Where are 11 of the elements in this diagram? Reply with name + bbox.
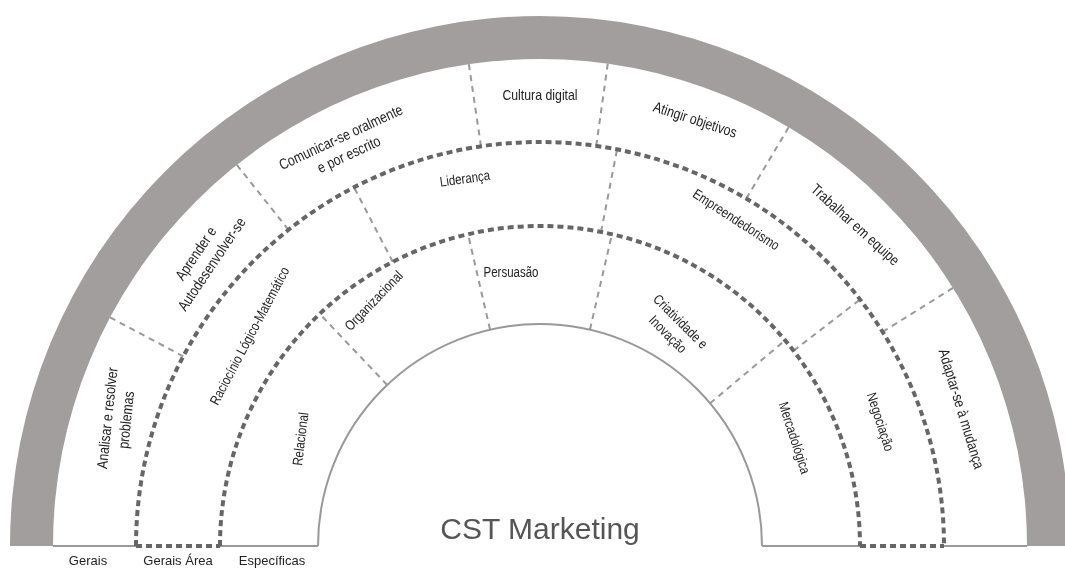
ring-category-label: Específicas xyxy=(237,553,307,570)
competency-label: Analisar e resolver problemas xyxy=(92,359,142,479)
competency-label: Liderança xyxy=(415,163,516,195)
competency-label: Persuasão xyxy=(466,263,557,282)
competency-label: Cultura digital xyxy=(486,85,594,105)
ring-category-label: Gerais Área xyxy=(142,553,214,570)
ring-category-label: Gerais xyxy=(67,553,109,570)
competency-label: Atingir objetivos xyxy=(633,92,757,149)
competency-label: Adaptar-se à mudança xyxy=(929,331,994,487)
competency-label: Relacional xyxy=(286,393,315,486)
center-title: CST Marketing xyxy=(440,514,640,544)
